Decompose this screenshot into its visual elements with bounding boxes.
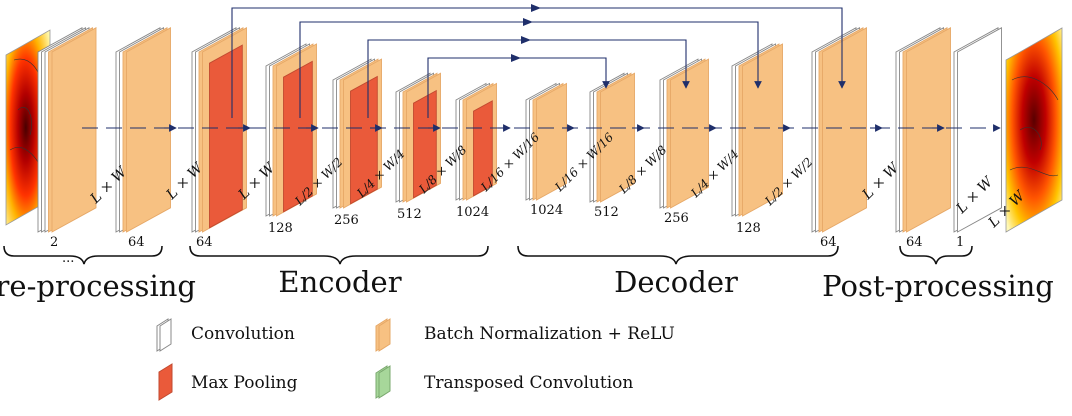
skip-connection-2 (299, 18, 762, 118)
bn-relu-layer (906, 27, 951, 233)
enc5-stack (455, 82, 497, 201)
bn-relu-layer (51, 27, 97, 233)
channel-label-post1: 64 (906, 235, 923, 250)
bn-relu-layer (822, 27, 867, 233)
dec3-stack (659, 58, 709, 209)
skip-connection-4 (427, 54, 610, 118)
input-stack (37, 27, 97, 233)
enc4-stack (395, 72, 441, 203)
channel-label-post2: 1 (956, 235, 964, 250)
channel-label-input-dots: ... (62, 251, 74, 266)
dec1-stack (525, 82, 567, 201)
dec4-stack (731, 43, 783, 217)
output-heatmap (1005, 27, 1063, 233)
max-pool-layer (209, 44, 243, 229)
legend-swatch-batchnorm (375, 318, 391, 352)
encoder-brace (189, 245, 489, 265)
channel-label-dec4: 128 (736, 221, 761, 236)
pre-stack (115, 27, 171, 233)
enc1-stack (191, 27, 247, 233)
bn-relu-layer (536, 82, 567, 201)
max-pool-layer (283, 60, 313, 213)
stage-label-post-processing: Post-processing (822, 269, 1054, 303)
legend-label-batchnorm: Batch Normalization + ReLU (424, 324, 675, 344)
conv-layer (957, 27, 1002, 233)
channel-label-pre: 64 (128, 235, 145, 250)
channel-label-enc3: 256 (334, 213, 359, 228)
dec5-stack (811, 27, 867, 233)
post2-stack (953, 27, 1002, 233)
legend-label-convolution: Convolution (191, 324, 295, 344)
legend-label-maxpool: Max Pooling (191, 373, 298, 393)
legend-swatch-transposed (375, 365, 391, 399)
stage-label-decoder: Decoder (614, 265, 738, 299)
bn-relu-layer (742, 43, 783, 217)
channel-label-dec1: 1024 (530, 203, 563, 218)
channel-label-dec5: 64 (820, 235, 837, 250)
bn-relu-layer (126, 27, 171, 233)
channel-label-enc1: 64 (196, 235, 213, 250)
decoder-brace (517, 245, 839, 265)
bn-relu-layer (670, 58, 709, 209)
max-pool-layer (413, 89, 437, 199)
channel-label-input: 2 (50, 235, 58, 250)
post1-stack (895, 27, 951, 233)
stage-label-pre-processing: Pre-processing (0, 269, 196, 303)
pre-processing-brace (3, 245, 163, 265)
stage-label-encoder: Encoder (278, 265, 401, 299)
skip-connection-1 (231, 4, 846, 118)
channel-label-enc5: 1024 (456, 205, 489, 220)
bn-relu-layer (600, 72, 635, 203)
channel-label-enc4: 512 (397, 207, 422, 222)
enc2-stack (265, 43, 317, 217)
max-pool-layer (473, 100, 493, 197)
max-pool-layer (350, 75, 378, 205)
dec2-stack (589, 72, 635, 203)
channel-label-enc2: 128 (268, 221, 293, 236)
post-processing-brace (899, 245, 973, 265)
legend-swatch-convolution (156, 318, 172, 352)
channel-label-dec3: 256 (664, 211, 689, 226)
legend: Convolution Batch Normalization + ReLU M… (156, 318, 675, 401)
legend-label-transposed: Transposed Convolution (424, 373, 633, 393)
legend-swatch-maxpool (158, 363, 173, 401)
skip-connection-3 (367, 36, 690, 118)
channel-label-dec2: 512 (594, 205, 619, 220)
